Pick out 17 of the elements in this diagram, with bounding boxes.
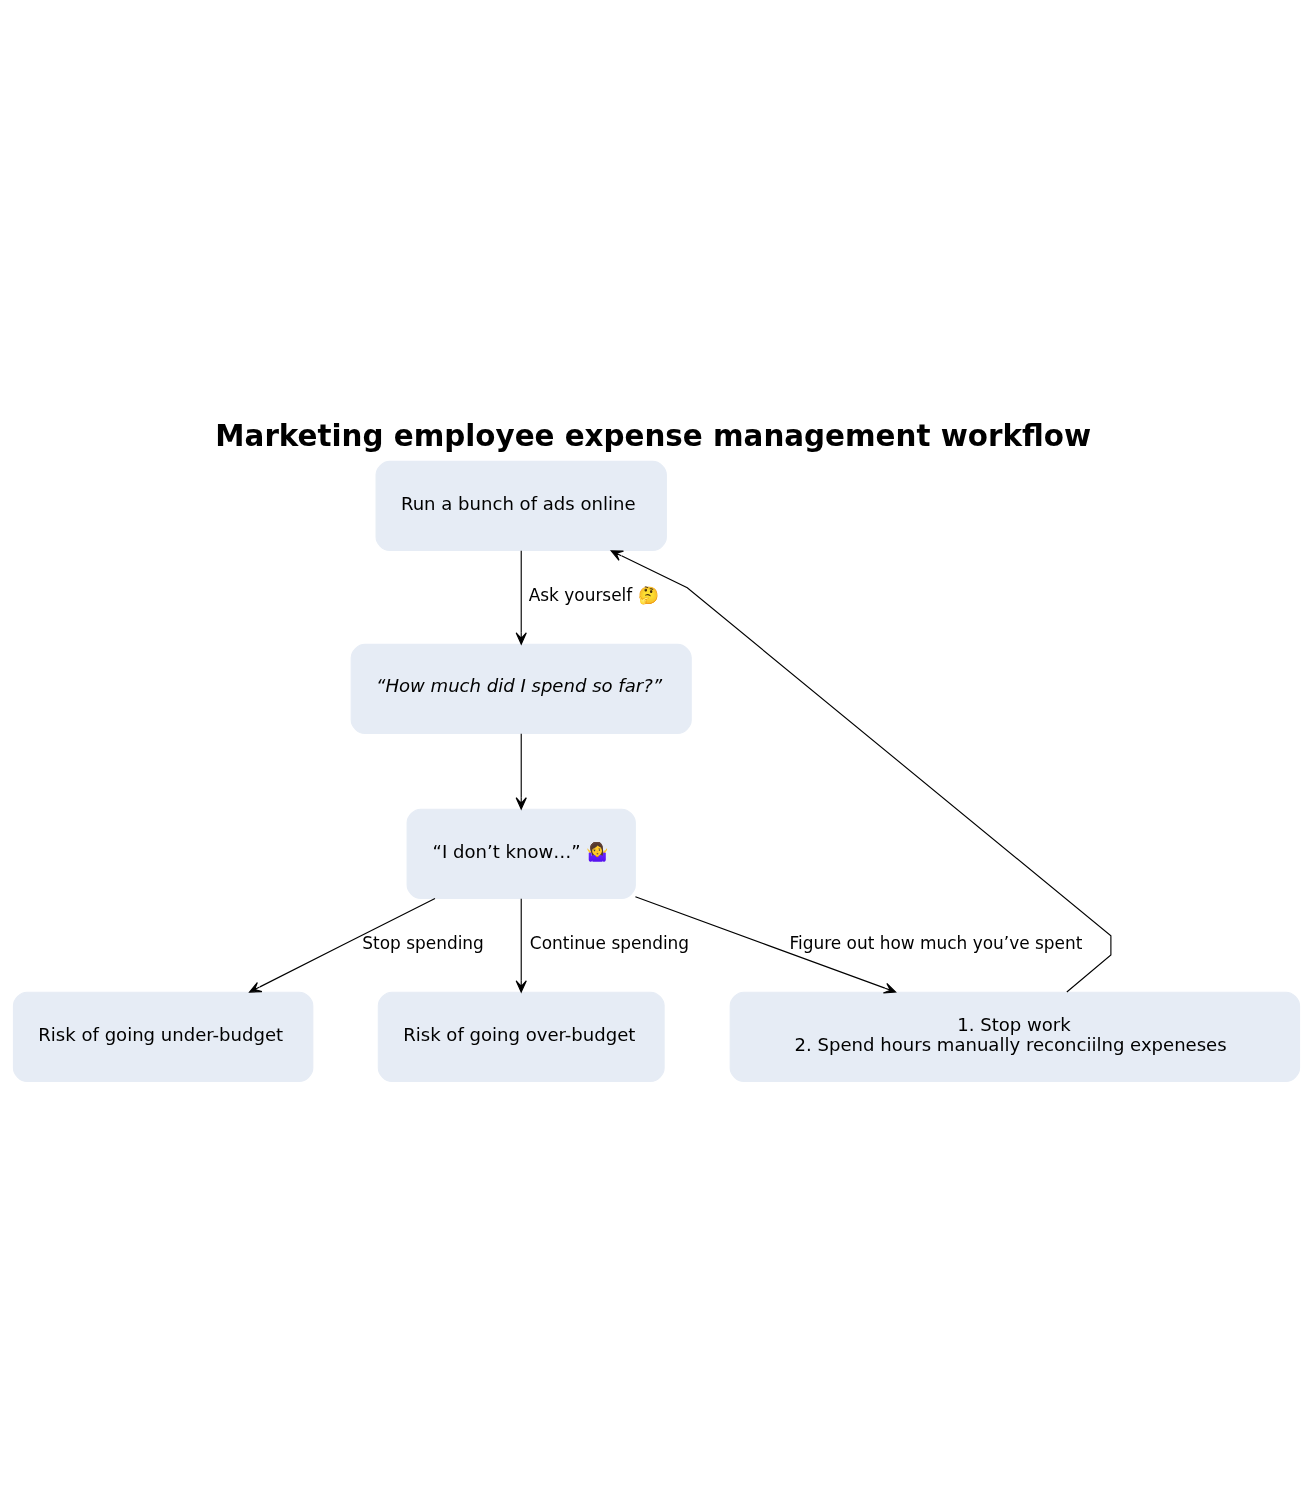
edge-label: Ask yourself 🤔: [528, 584, 659, 605]
edge-label: Stop spending: [362, 932, 484, 953]
edge-label: Continue spending: [529, 932, 690, 953]
arrow: [248, 897, 436, 993]
node-box: “I don’t know…” 🤷‍♀: [406, 808, 636, 899]
node-box: “How much did I spend so far?”: [350, 643, 692, 734]
arrow: [515, 732, 527, 810]
node-box: 1. Stop work 2. Spend hours manually reconciilng expeneses: [729, 991, 1301, 1082]
diagram-title: Marketing employee expense management workflow: [215, 418, 1092, 453]
arrow: [515, 897, 527, 993]
node-box: Risk of going under-budget: [12, 991, 314, 1082]
edge-label: Figure out how much you’ve spent: [789, 932, 1083, 953]
arrow: [515, 549, 527, 645]
node-box: Run a bunch of ads online: [375, 460, 667, 551]
arrow: [610, 549, 1112, 993]
arrow: [634, 895, 897, 994]
node-box: Risk of going over-budget: [377, 991, 665, 1082]
